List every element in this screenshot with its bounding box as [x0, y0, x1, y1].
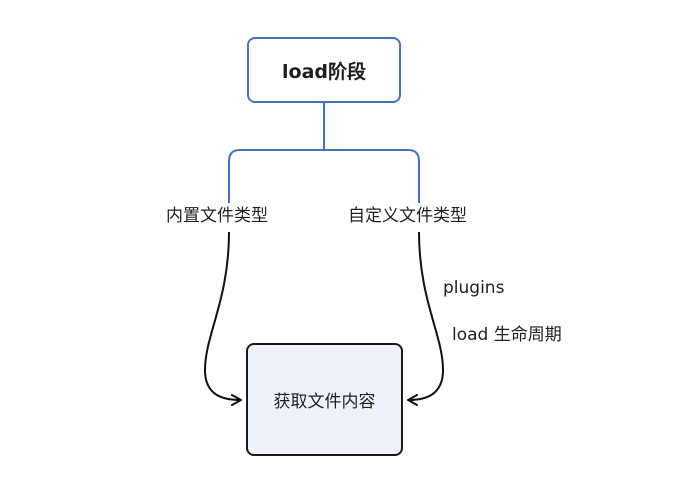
right-arrow — [407, 231, 445, 406]
load-phase-label: load阶段 — [282, 60, 366, 83]
right-branch-line — [324, 149, 420, 203]
get-file-content-node: 获取文件内容 — [246, 343, 403, 456]
left-arrow — [203, 231, 242, 406]
builtin-file-type-label: 内置文件类型 — [164, 204, 270, 228]
load-phase-node: load阶段 — [247, 37, 401, 103]
custom-file-type-label: 自定义文件类型 — [346, 204, 469, 228]
plugins-edge-label: plugins — [443, 278, 505, 298]
get-file-content-label: 获取文件内容 — [273, 392, 376, 412]
load-lifecycle-edge-label: load 生命周期 — [452, 325, 562, 345]
left-branch-line — [228, 149, 324, 203]
